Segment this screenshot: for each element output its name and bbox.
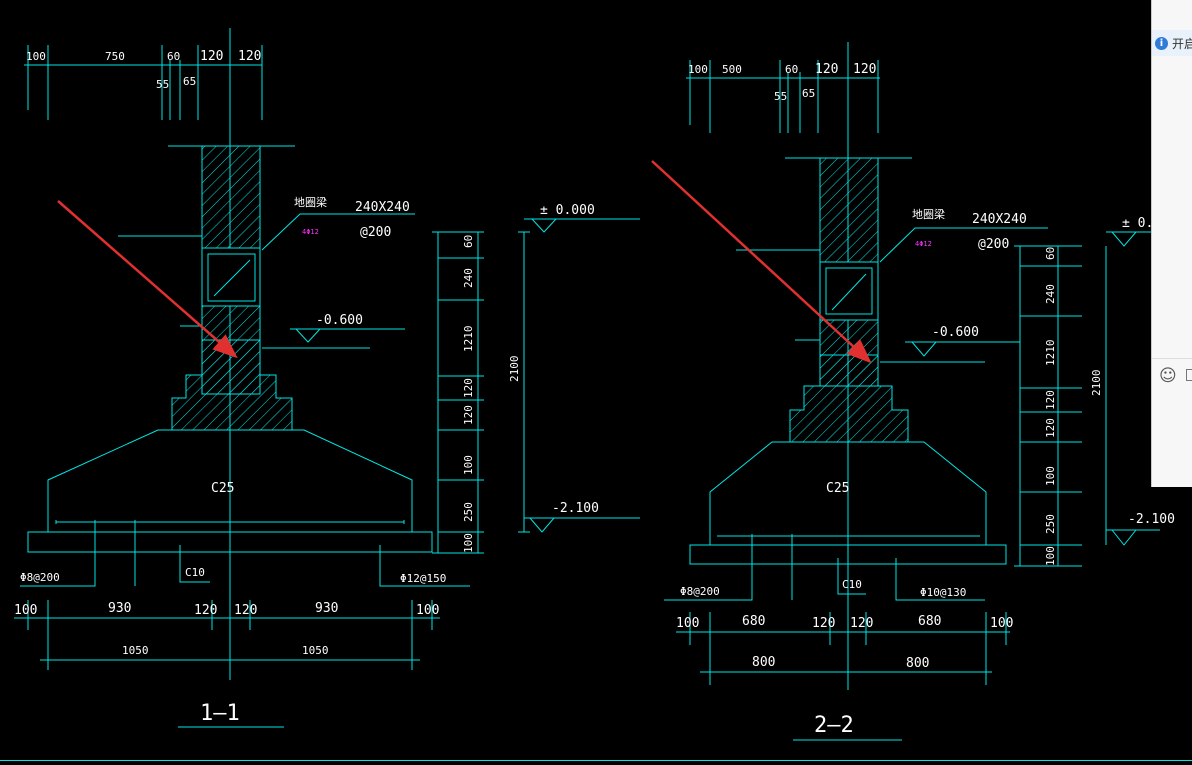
s1-top-dim-4: 120 (200, 49, 223, 64)
s2-vdim-8: 100 (1044, 546, 1057, 566)
s2-cushion-label: C10 (842, 578, 862, 591)
s2-concrete-label: C25 (826, 481, 849, 496)
s1-vdim-8: 100 (462, 533, 475, 553)
s2-vdim-1: 60 (1044, 247, 1057, 260)
info-icon: i (1155, 36, 1168, 50)
s2-title: 2—2 (814, 713, 854, 738)
s1-vdim-6: 100 (462, 455, 475, 475)
bottom-border-line (0, 760, 1192, 761)
s2-vdim-5: 120 (1044, 418, 1057, 438)
s2-bdim-3: 120 (812, 616, 835, 631)
s1-top-small-1: 55 (156, 78, 169, 91)
s2-vdim-2: 240 (1044, 284, 1057, 304)
s1-level-mid: -0.600 (316, 313, 363, 328)
s1-vdim-1: 60 (462, 235, 475, 248)
s1-top-dim-2: 750 (105, 50, 125, 63)
s1-bdim-2: 930 (108, 601, 131, 616)
s1-vdim-total: 2100 (508, 356, 521, 383)
s2-top-small-1: 55 (774, 90, 787, 103)
s2-beam-rebar: 4Φ12 (915, 240, 932, 248)
s2-top-dim-5: 120 (853, 62, 876, 77)
s1-top-dim-1: 100 (26, 50, 46, 63)
s1-rebar-right: Φ12@150 (400, 572, 446, 585)
side-chat-panel[interactable]: i 开启 ☺ (1151, 0, 1192, 487)
s2-bdim-4: 120 (850, 616, 873, 631)
s1-beam-rebar: 4Φ12 (302, 228, 319, 236)
s2-bdim-6: 100 (990, 616, 1013, 631)
s1-beam-size: 240X240 (355, 200, 410, 215)
s2-rebar-right: Φ10@130 (920, 586, 966, 599)
s2-vdim-4: 120 (1044, 390, 1057, 410)
s2-level-mid: -0.600 (932, 325, 979, 340)
s1-cushion-label: C10 (185, 566, 205, 579)
s2-bdim2-1: 800 (752, 655, 775, 670)
red-arrow-1 (57, 200, 238, 359)
s2-beam-stirrup: @200 (978, 237, 1009, 252)
panel-header-text: 开启 (1172, 36, 1192, 51)
s1-top-dim-5: 120 (238, 49, 261, 64)
emoji-icon[interactable]: ☺ (1159, 366, 1177, 386)
s2-vdim-3: 1210 (1044, 340, 1057, 367)
s1-vdim-4: 120 (462, 378, 475, 398)
s2-beam-label: 地圈梁 (912, 207, 945, 221)
s2-bdim-5: 680 (918, 614, 941, 629)
s1-bdim-5: 930 (315, 601, 338, 616)
s2-top-dim-2: 500 (722, 63, 742, 76)
s2-rebar-left: Φ8@200 (680, 585, 720, 598)
s1-vdim-7: 250 (462, 502, 475, 522)
s1-top-small-2: 65 (183, 75, 196, 88)
s1-level-top: ± 0.000 (540, 203, 595, 218)
s2-top-dim-3: 60 (785, 63, 798, 76)
s2-bdim-1: 100 (676, 616, 699, 631)
s1-beam-label: 地圈梁 (294, 195, 327, 209)
red-arrow-2 (651, 160, 872, 364)
s2-top-dim-1: 100 (688, 63, 708, 76)
s1-bdim2-1: 1050 (122, 644, 149, 657)
s1-vdim-5: 120 (462, 405, 475, 425)
s1-bdim-1: 100 (14, 603, 37, 618)
s2-vdim-7: 250 (1044, 514, 1057, 534)
s1-top-dim-3: 60 (167, 50, 180, 63)
s2-top-dim-4: 120 (815, 62, 838, 77)
s1-bdim2-2: 1050 (302, 644, 329, 657)
section-1-drawing (14, 28, 640, 728)
s1-beam-stirrup: @200 (360, 225, 391, 240)
s1-bdim-3: 120 (194, 603, 217, 618)
s1-rebar-left: Φ8@200 (20, 571, 60, 584)
s1-title: 1—1 (200, 701, 240, 726)
s2-level-bottom: -2.100 (1128, 512, 1175, 527)
s2-top-small-2: 65 (802, 87, 815, 100)
s2-vdim-total: 2100 (1090, 370, 1103, 397)
s2-bdim2-2: 800 (906, 656, 929, 671)
s2-bdim-2: 680 (742, 614, 765, 629)
s1-vdim-2: 240 (462, 268, 475, 288)
panel-header[interactable]: i 开启 (1152, 30, 1192, 56)
s1-bdim-6: 100 (416, 603, 439, 618)
s1-bdim-4: 120 (234, 603, 257, 618)
panel-divider (1152, 358, 1192, 359)
s2-vdim-6: 100 (1044, 466, 1057, 486)
attachment-icon[interactable] (1186, 369, 1192, 381)
s2-level-top: ± 0. (1122, 216, 1153, 231)
s2-beam-size: 240X240 (972, 212, 1027, 227)
s1-concrete-label: C25 (211, 481, 234, 496)
s1-level-bottom: -2.100 (552, 501, 599, 516)
s1-vdim-3: 1210 (462, 326, 475, 353)
section-2-drawing (664, 42, 1160, 741)
